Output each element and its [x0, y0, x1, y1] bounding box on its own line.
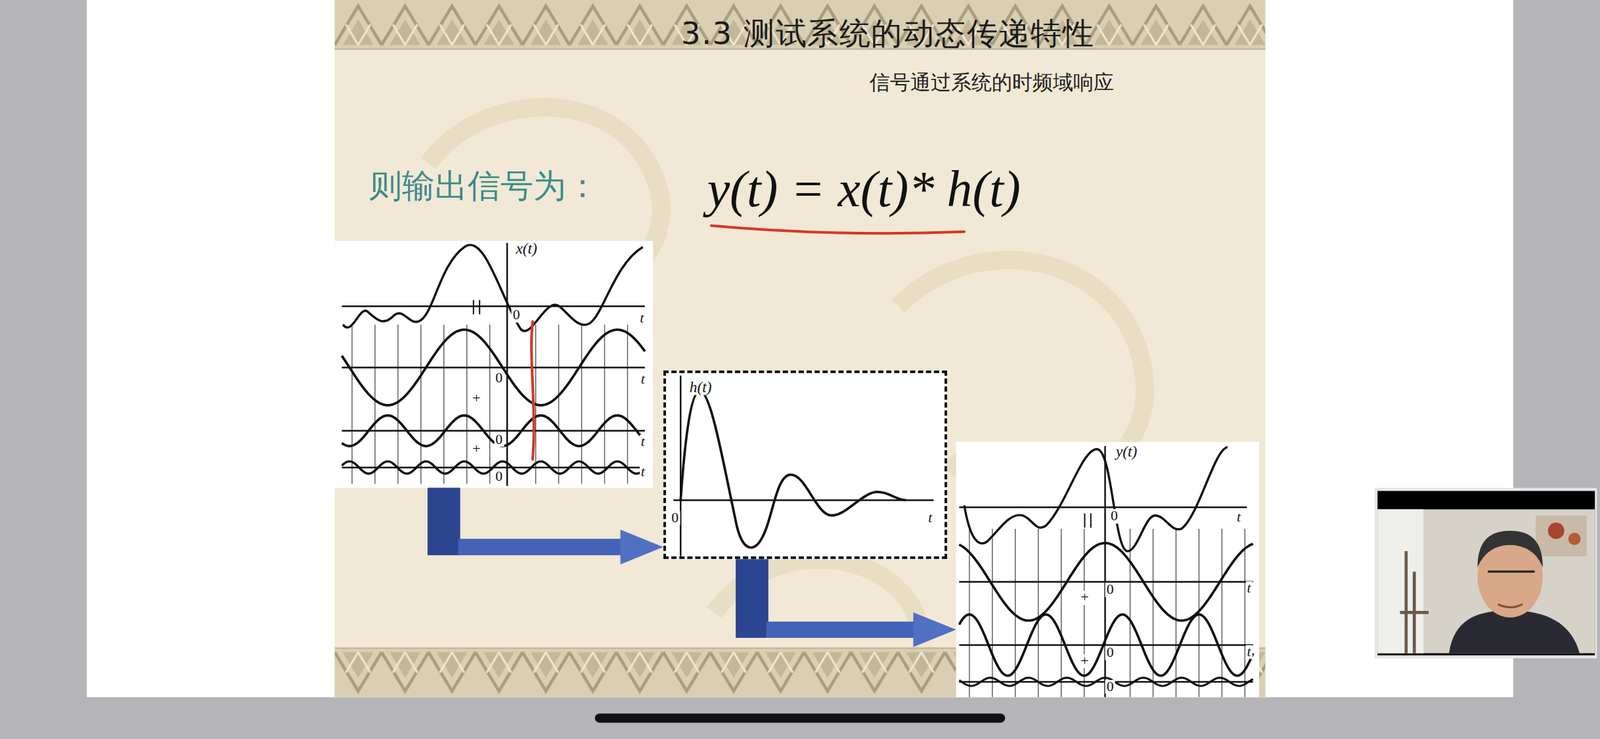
slide-artwork-part [506, 243, 508, 487]
slide-artwork-part [1377, 490, 1595, 655]
axis-label: t [638, 311, 645, 326]
slide-artwork-part [341, 306, 645, 468]
slide-artwork-part [1400, 551, 1430, 653]
axis-label: 0 [493, 432, 504, 448]
slide-artwork-part [1374, 488, 1598, 659]
slide-artwork-part [964, 447, 1228, 552]
slide-artwork-part [673, 375, 934, 557]
arrow-shaft [427, 488, 461, 556]
slide-artwork-part [334, 241, 654, 489]
signal-name: h(t) [688, 379, 714, 395]
slide-artwork-part [1477, 530, 1543, 568]
axis-label: t [639, 372, 647, 387]
screen-white [86, 0, 1514, 697]
webcam-thumbnail [1374, 488, 1598, 659]
slide-artwork-part [473, 300, 480, 315]
slide-artwork-part [342, 244, 644, 332]
slide-artwork-part [969, 528, 1245, 697]
signal-name: x(t) [514, 241, 538, 257]
slide-artwork-part [663, 370, 948, 559]
slide-artwork-part [1498, 604, 1523, 608]
slide-title: 3.3 测试系统的动态传递特性 [681, 18, 1095, 50]
slide-artwork-part [1535, 515, 1587, 557]
slide-artwork-part [531, 321, 534, 460]
axis-label: t [1245, 644, 1253, 660]
axis-label: 0 [511, 308, 522, 323]
plus-sign: + [1079, 654, 1090, 669]
signal-name: y(t) [1114, 444, 1139, 460]
axis-label: t [639, 465, 647, 480]
arrow-shaft [458, 538, 623, 556]
slide-artwork-part [956, 442, 1260, 697]
slide-artwork-part [958, 507, 1253, 682]
slide-artwork-part [1377, 509, 1424, 653]
slide-ground [334, 0, 1266, 697]
arrow-head [620, 529, 664, 565]
output-signal-figure [956, 442, 1260, 697]
sine-component [341, 461, 645, 474]
input-signal-panel: x(t) 0 t 0 t +0 t +0 t [334, 241, 654, 489]
sine-component [958, 543, 1253, 621]
slide-artwork-part [1548, 522, 1565, 540]
arrow-shaft [735, 558, 769, 638]
axis-label: 0 [493, 371, 504, 386]
axis-label: 0 [1109, 509, 1120, 524]
plus-sign: + [470, 442, 482, 457]
axis-label: t [926, 511, 934, 526]
axis-label: 0 [1105, 582, 1116, 598]
impulse-response-box: h(t) 0 t [663, 370, 948, 559]
output-signal-panel: y(t) 0 t 0 t +0 t +0 [956, 442, 1260, 697]
plus-sign: + [470, 392, 482, 407]
input-signal-figure [334, 241, 654, 489]
slide-artwork-part [1377, 509, 1595, 653]
axis-label: 0 [1105, 679, 1116, 695]
slide-artwork-part [1568, 532, 1581, 546]
flow-arrow [444, 488, 664, 565]
slide-artwork-part [1084, 513, 1091, 529]
sine-component [341, 415, 645, 446]
formula: y(t) = x(t)* h(t) [707, 164, 1021, 216]
lead-text: 则输出信号为： [369, 170, 600, 203]
plus-sign: + [1079, 591, 1090, 606]
arrow-head [912, 612, 956, 647]
home-indicator [595, 713, 1006, 723]
axis-label: 0 [1105, 645, 1116, 661]
sine-component [341, 329, 645, 406]
slide-artwork-part [680, 390, 906, 548]
axis-label: 0 [669, 511, 680, 526]
arrow-shaft [766, 621, 915, 638]
red-underline [711, 225, 965, 234]
impulse-response-figure [663, 370, 948, 559]
flow-arrow [752, 558, 957, 647]
sine-component [958, 614, 1253, 676]
axis-label: t [639, 434, 647, 450]
top-band [334, 0, 1266, 50]
axis-label: t [1235, 510, 1243, 525]
subtitle: 信号通过系统的时频域响应 [869, 72, 1114, 93]
axis-label: 0 [493, 469, 504, 485]
axis-label: t [1245, 581, 1253, 597]
slide-artwork-part [1487, 570, 1535, 573]
